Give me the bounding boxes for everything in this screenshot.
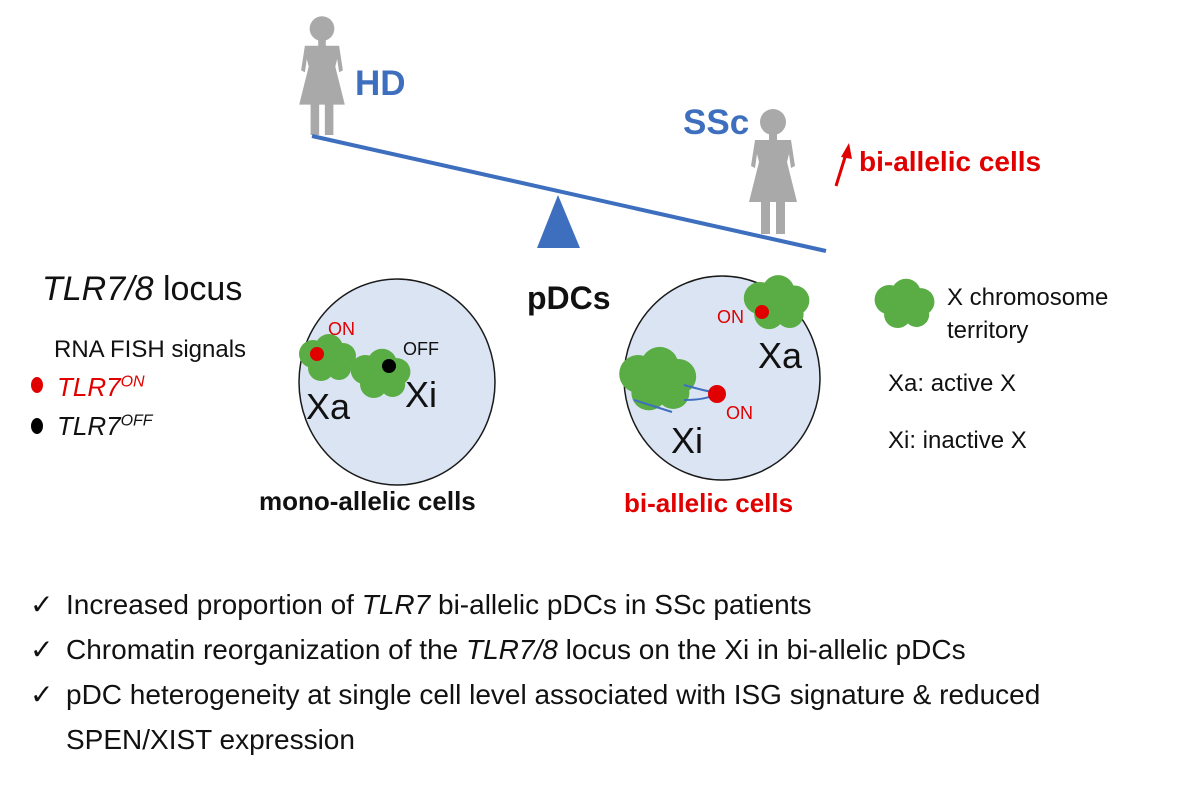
finding-item: ✓ pDC heterogeneity at single cell level… (30, 672, 1190, 762)
legend-tlr7-off-label: TLR7OFF (57, 411, 153, 441)
on-signal-label-top: ON (717, 307, 744, 327)
finding-item: ✓ Increased proportion of TLR7 bi-alleli… (30, 582, 1190, 627)
seesaw-beam (311, 134, 827, 253)
xi-definition: Xi: inactive X (888, 427, 1027, 454)
ssc-label: SSc (683, 103, 750, 142)
finding-text: pDC heterogeneity at single cell level a… (66, 679, 1041, 755)
finding-text: Increased proportion of TLR7 bi-allelic … (66, 589, 812, 620)
bi-allelic-caption: bi-allelic cells (624, 488, 794, 518)
tlr7-on-signal-bottom (708, 385, 726, 403)
ssc-patient-figure-icon (749, 109, 797, 234)
xa-definition: Xa: active X (888, 370, 1017, 397)
checkmark-icon: ✓ (30, 634, 54, 665)
locus-title: TLR7/8 locus (42, 270, 243, 308)
legend-off-dot (31, 418, 43, 434)
checkmark-icon: ✓ (30, 679, 54, 710)
healthy-donor-figure-icon (299, 16, 345, 135)
xa-label-right: Xa (758, 335, 803, 376)
findings-list: ✓ Increased proportion of TLR7 bi-alleli… (30, 582, 1190, 762)
pdcs-label: pDCs (527, 280, 611, 316)
legend-on-dot (31, 377, 43, 393)
increase-arrow-icon (834, 143, 852, 187)
tlr7-on-signal-top (755, 305, 769, 319)
fish-signals-subtitle: RNA FISH signals (54, 336, 247, 363)
finding-text: Chromatin reorganization of the TLR7/8 l… (66, 634, 966, 665)
mono-allelic-caption: mono-allelic cells (259, 486, 476, 516)
off-signal-label: OFF (403, 339, 439, 359)
bi-allelic-increase-label: bi-allelic cells (859, 146, 1042, 177)
on-signal-label: ON (328, 319, 355, 339)
hd-label: HD (355, 64, 406, 103)
finding-item: ✓ Chromatin reorganization of the TLR7/8… (30, 627, 1190, 672)
legend-territory-icon (874, 278, 935, 329)
on-signal-label-bottom: ON (726, 403, 753, 423)
seesaw-fulcrum (537, 195, 580, 248)
tlr7-on-signal (310, 347, 324, 361)
xa-label-left: Xa (306, 386, 351, 427)
xi-label-right: Xi (671, 420, 704, 461)
xi-label-left: Xi (405, 374, 438, 415)
legend-tlr7-on-label: TLR7ON (57, 372, 145, 402)
tlr7-off-signal (382, 359, 396, 373)
checkmark-icon: ✓ (30, 589, 54, 620)
